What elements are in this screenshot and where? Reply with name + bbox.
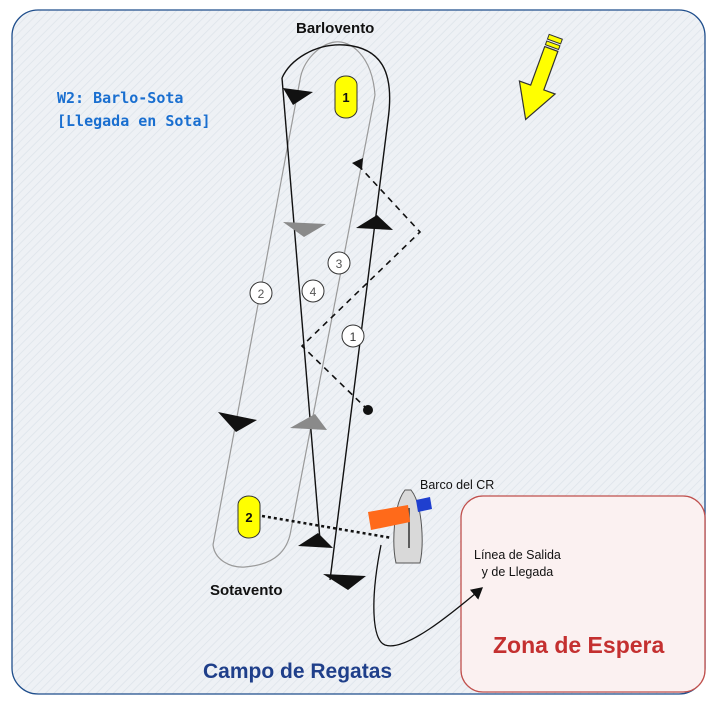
- waiting-zone: [460, 495, 706, 693]
- arrow-up-icon: [298, 533, 333, 548]
- leg-label: 4: [310, 285, 317, 299]
- start-path: [300, 164, 422, 411]
- leg-label: 2: [258, 287, 265, 301]
- leg-label: 1: [350, 330, 357, 344]
- start-finish-line-label-2: y de Llegada: [481, 565, 554, 579]
- windward-buoy: 1: [334, 75, 358, 119]
- orange-flag-icon: [368, 505, 410, 530]
- course-name-line2: [Llegada en Sota]: [57, 112, 211, 130]
- windward-buoy-label: 1: [342, 90, 349, 105]
- course-name-line1: W2: Barlo-Sota: [57, 89, 184, 107]
- leg-marker: 3: [327, 251, 351, 275]
- leeward-buoy-label: 2: [245, 510, 252, 525]
- leg-marker: 2: [249, 281, 273, 305]
- course-lap-black: [281, 44, 391, 581]
- start-finish-line-label: Línea de Salida y de Llegada: [474, 547, 561, 581]
- start-path-arrow-icon: [352, 158, 363, 170]
- arrow-down-icon: [323, 574, 366, 590]
- leg-marker: 1: [341, 324, 365, 348]
- start-point: [363, 405, 373, 415]
- arrow-down-icon: [218, 412, 257, 432]
- waiting-zone-label: Zona de Espera: [493, 632, 665, 658]
- wind-arrow-icon: [518, 33, 563, 121]
- arrow-down-icon: [283, 88, 313, 105]
- windward-label: Barlovento: [296, 20, 375, 37]
- start-finish-line-label-1: Línea de Salida: [474, 548, 561, 562]
- course-name: W2: Barlo-Sota [Llegada en Sota]: [57, 87, 211, 133]
- leeward-buoy: 2: [237, 495, 261, 539]
- leg-label: 3: [336, 257, 343, 271]
- arrow-up-icon: [290, 414, 327, 430]
- blue-flag-icon: [416, 497, 432, 512]
- start-finish-line: [261, 514, 393, 540]
- race-area-label: Campo de Regatas: [203, 660, 393, 683]
- leg-marker: 4: [301, 279, 325, 303]
- arrow-up-icon: [356, 215, 393, 230]
- arrow-down-icon: [283, 222, 326, 237]
- leeward-label: Sotavento: [210, 582, 283, 599]
- committee-boat-label: Barco del CR: [420, 478, 495, 492]
- exit-route: [373, 544, 483, 647]
